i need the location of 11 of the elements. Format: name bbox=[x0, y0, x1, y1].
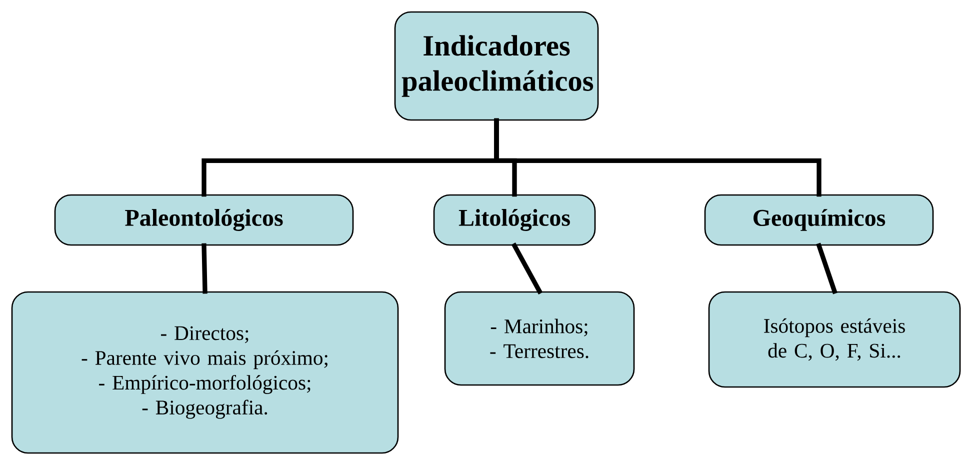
list-box: - Directos; - Parente vivo mais próximo; - Empírico-morfológicos; - Biogeografia. bbox=[11, 291, 399, 454]
category-box: Litológicos bbox=[433, 194, 596, 246]
category-box: Paleontológicos bbox=[54, 194, 354, 246]
connector-line bbox=[816, 243, 837, 294]
category-box: Geoquímicos bbox=[704, 194, 934, 246]
title-box: Indicadores paleoclimáticos bbox=[394, 11, 599, 121]
list-box: Isótopos estáveis de C, O, F, Si... bbox=[708, 291, 961, 388]
connector-line bbox=[202, 243, 208, 294]
connector-line bbox=[494, 118, 822, 197]
connector-line bbox=[512, 243, 542, 294]
list-box: - Marinhos; - Terrestres. bbox=[444, 291, 635, 386]
